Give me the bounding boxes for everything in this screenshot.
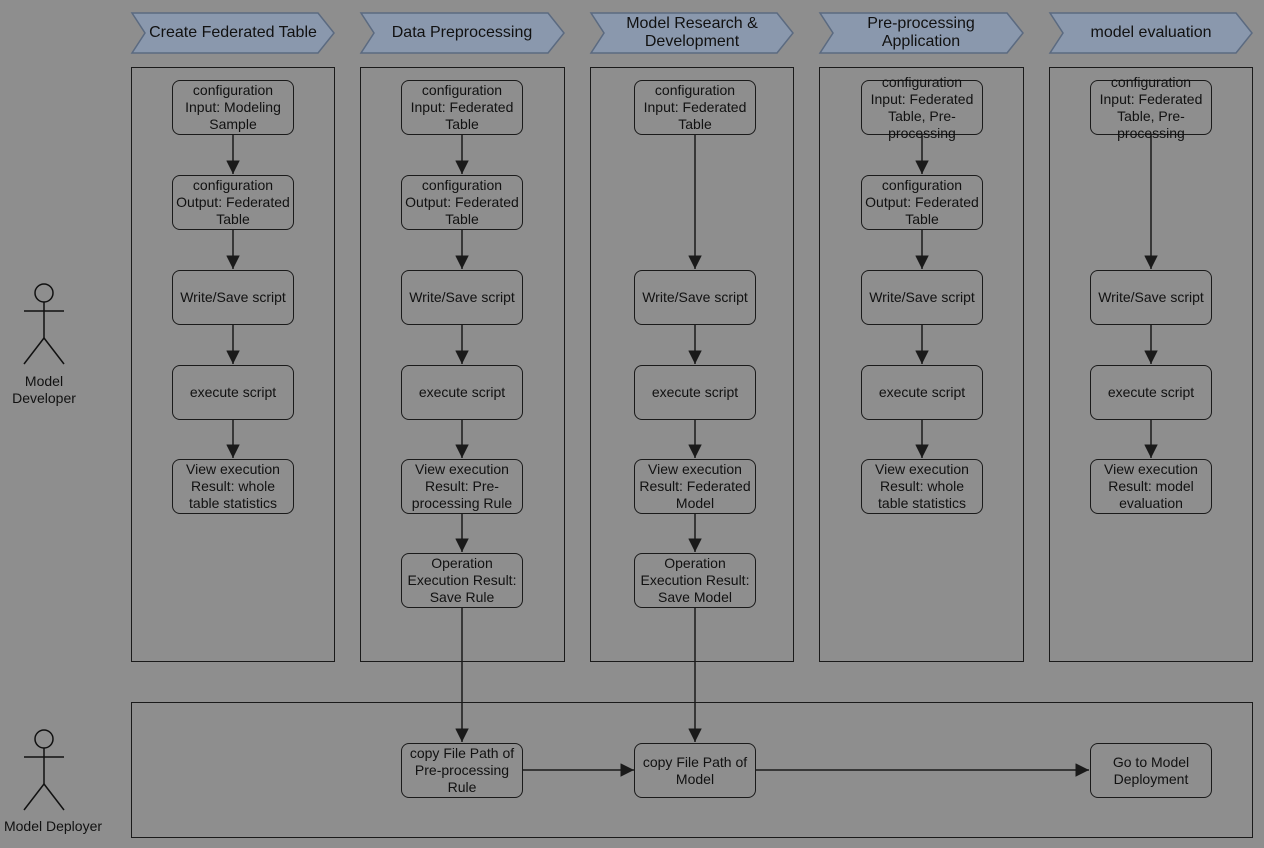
phase-header-2: Data Preprocessing — [391, 24, 533, 41]
node-label: View execution Result: whole table stati… — [875, 461, 969, 511]
phase-header-1: Create Federated Table — [149, 24, 317, 41]
write-script-node: Write/Save script — [861, 270, 983, 325]
phase-header-shape-5 — [1048, 12, 1253, 54]
phase-header-shape-1 — [130, 12, 335, 54]
node-label: execute script — [651, 384, 739, 400]
lane-create-table — [131, 67, 335, 662]
actor-label-developer: Model Developer — [12, 373, 76, 406]
actor-label-deployer: Model Deployer — [3, 818, 103, 834]
config-input-node: configuration Input: Federated Table, Pr… — [1090, 74, 1212, 141]
node-label: Write/Save script — [409, 289, 515, 305]
lane-preprocessing — [360, 67, 565, 662]
node-label: View execution Result: Federated Model — [639, 461, 751, 511]
write-script-node: Write/Save script — [401, 270, 523, 325]
node-label: Write/Save script — [869, 289, 975, 305]
node-label: configuration Output: Federated Table — [176, 177, 290, 227]
execute-script-node: execute script — [861, 365, 983, 420]
config-input-node: configuration Input: Federated Table — [401, 80, 523, 135]
lane-application — [819, 67, 1024, 662]
copy-model-path-node: copy File Path of Model — [634, 743, 756, 798]
execute-script-node: execute script — [1090, 365, 1212, 420]
write-script-node: Write/Save script — [1090, 270, 1212, 325]
node-label: Go to Model Deployment — [1112, 753, 1190, 787]
developer-actor-icon — [23, 283, 65, 365]
node-label: configuration Input: Federated Table — [643, 82, 747, 132]
view-result-node: View execution Result: Pre-processing Ru… — [401, 459, 523, 514]
node-label: Operation Execution Result: Save Model — [640, 555, 750, 605]
config-output-node: configuration Output: Federated Table — [401, 175, 523, 230]
view-result-node: View execution Result: model evaluation — [1090, 459, 1212, 514]
write-script-node: Write/Save script — [172, 270, 294, 325]
go-to-deployment-node: Go to Model Deployment — [1090, 743, 1212, 798]
execute-script-node: execute script — [172, 365, 294, 420]
node-label: Write/Save script — [180, 289, 286, 305]
node-label: configuration Output: Federated Table — [405, 177, 519, 227]
execute-script-node: execute script — [634, 365, 756, 420]
node-label: Operation Execution Result: Save Rule — [407, 555, 517, 605]
node-label: configuration Input: Federated Table — [410, 82, 514, 132]
config-input-node: configuration Input: Federated Table — [634, 80, 756, 135]
operation-result-node: Operation Execution Result: Save Rule — [401, 553, 523, 608]
deployer-actor-icon — [23, 729, 65, 811]
phase-header-shape-3 — [589, 12, 794, 54]
node-label: Write/Save script — [642, 289, 748, 305]
node-label: configuration Input: Modeling Sample — [185, 82, 281, 132]
node-label: Write/Save script — [1098, 289, 1204, 305]
operation-result-node: Operation Execution Result: Save Model — [634, 553, 756, 608]
node-label: execute script — [1107, 384, 1195, 400]
view-result-node: View execution Result: Federated Model — [634, 459, 756, 514]
view-result-node: View execution Result: whole table stati… — [172, 459, 294, 514]
phase-header-shape-2 — [359, 12, 565, 54]
node-label: execute script — [189, 384, 277, 400]
node-label: configuration Input: Federated Table, Pr… — [870, 73, 974, 141]
node-label: copy File Path of Model — [642, 753, 748, 787]
phase-header-shape-4 — [818, 12, 1024, 54]
write-script-node: Write/Save script — [634, 270, 756, 325]
view-result-node: View execution Result: whole table stati… — [861, 459, 983, 514]
node-label: copy File Path of Pre-processing Rule — [409, 745, 515, 795]
lane-deployment — [131, 702, 1253, 838]
phase-header-4: Pre-processing Application — [867, 15, 975, 50]
execute-script-node: execute script — [401, 365, 523, 420]
node-label: execute script — [878, 384, 966, 400]
node-label: View execution Result: Pre-processing Ru… — [411, 461, 513, 511]
node-label: configuration Output: Federated Table — [865, 177, 979, 227]
copy-rule-path-node: copy File Path of Pre-processing Rule — [401, 743, 523, 798]
lane-evaluation — [1049, 67, 1253, 662]
config-output-node: configuration Output: Federated Table — [861, 175, 983, 230]
config-output-node: configuration Output: Federated Table — [172, 175, 294, 230]
node-label: View execution Result: whole table stati… — [186, 461, 280, 511]
lane-research — [590, 67, 794, 662]
config-input-node: configuration Input: Modeling Sample — [172, 80, 294, 135]
node-label: execute script — [418, 384, 506, 400]
phase-header-5: model evaluation — [1090, 24, 1212, 41]
config-input-node: configuration Input: Federated Table, Pr… — [861, 74, 983, 141]
node-label: configuration Input: Federated Table, Pr… — [1099, 73, 1203, 141]
phase-header-3: Model Research & Development — [626, 15, 758, 50]
node-label: View execution Result: model evaluation — [1104, 461, 1198, 511]
